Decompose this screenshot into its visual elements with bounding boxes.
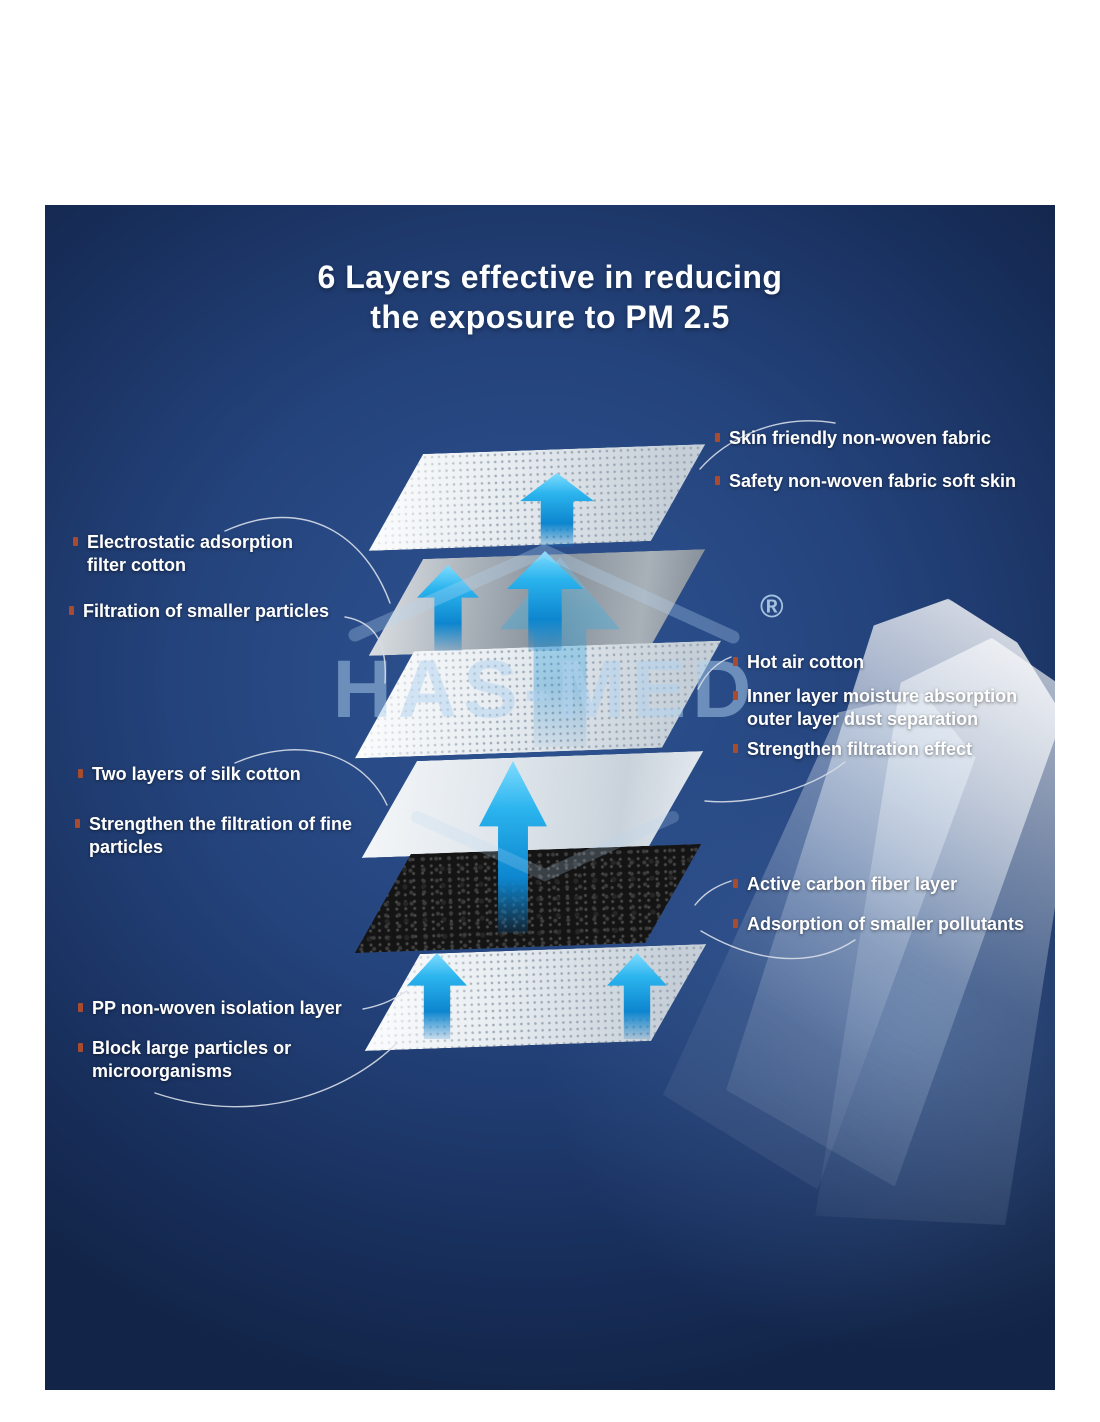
title-line-1: 6 Layers effective in reducing	[317, 259, 783, 295]
layer-active-carbon-fiber	[351, 844, 704, 953]
annotation-label: Strengthen the filtration of fine partic…	[89, 814, 352, 858]
annotation-label: Strengthen filtration effect	[747, 739, 973, 759]
annotation-label: Skin friendly non-woven fabric	[729, 428, 992, 448]
annotation-strengthen-fine-particles: Strengthen the filtration of fine partic…	[75, 813, 355, 860]
bullet-icon	[733, 744, 738, 753]
bullet-icon	[78, 769, 83, 778]
watermark-brand: HAS-MED	[332, 644, 758, 735]
annotation-adsorption-pollutants: Adsorption of smaller pollutants	[733, 913, 1048, 936]
annotation-label: Active carbon fiber layer	[747, 874, 958, 894]
connector-line	[694, 880, 732, 906]
annotation-label: Adsorption of smaller pollutants	[747, 914, 1025, 934]
annotation-label: Block large particles or microorganisms	[92, 1038, 292, 1082]
bullet-icon	[73, 537, 78, 546]
annotation-electrostatic-filter: Electrostatic adsorption filter cotton	[73, 531, 318, 578]
mask-layers-diagram: 6 Layers effective in reducing the expos…	[45, 205, 1055, 1390]
layer-pp-non-woven-isolation	[361, 944, 709, 1051]
annotation-label: Safety non-woven fabric soft skin	[729, 471, 1017, 491]
annotation-skin-friendly-fabric: Skin friendly non-woven fabric	[715, 427, 1030, 450]
annotation-strengthen-filtration-effect: Strengthen filtration effect	[733, 738, 1033, 761]
annotation-block-large-particles: Block large particles or microorganisms	[78, 1037, 328, 1084]
annotation-label: Filtration of smaller particles	[83, 601, 330, 621]
annotation-label: Inner layer moisture absorption outer la…	[747, 686, 1018, 730]
bullet-icon	[715, 476, 720, 485]
bullet-icon	[733, 919, 738, 928]
annotation-silk-cotton: Two layers of silk cotton	[78, 763, 338, 786]
bullet-icon	[733, 691, 738, 700]
bullet-icon	[733, 879, 738, 888]
page-title: 6 Layers effective in reducing the expos…	[45, 257, 1055, 337]
annotation-label: Hot air cotton	[747, 652, 864, 672]
annotation-active-carbon-layer: Active carbon fiber layer	[733, 873, 1023, 896]
annotation-safety-fabric-soft-skin: Safety non-woven fabric soft skin	[715, 470, 1040, 493]
annotation-moisture-absorption: Inner layer moisture absorption outer la…	[733, 685, 1043, 732]
annotation-label: PP non-woven isolation layer	[92, 998, 342, 1018]
title-line-2: the exposure to PM 2.5	[370, 299, 730, 335]
annotation-label: Electrostatic adsorption filter cotton	[87, 532, 294, 576]
bullet-icon	[733, 657, 738, 666]
annotation-pp-isolation-layer: PP non-woven isolation layer	[78, 997, 398, 1020]
annotation-filtration-smaller-particles: Filtration of smaller particles	[69, 600, 369, 623]
bullet-icon	[78, 1043, 83, 1052]
bullet-icon	[69, 606, 74, 615]
annotation-hot-air-cotton: Hot air cotton	[733, 651, 1023, 674]
registered-trademark-icon: ®	[760, 588, 784, 624]
bullet-icon	[75, 819, 80, 828]
annotation-label: Two layers of silk cotton	[92, 764, 301, 784]
bullet-icon	[715, 433, 720, 442]
bullet-icon	[78, 1003, 83, 1012]
